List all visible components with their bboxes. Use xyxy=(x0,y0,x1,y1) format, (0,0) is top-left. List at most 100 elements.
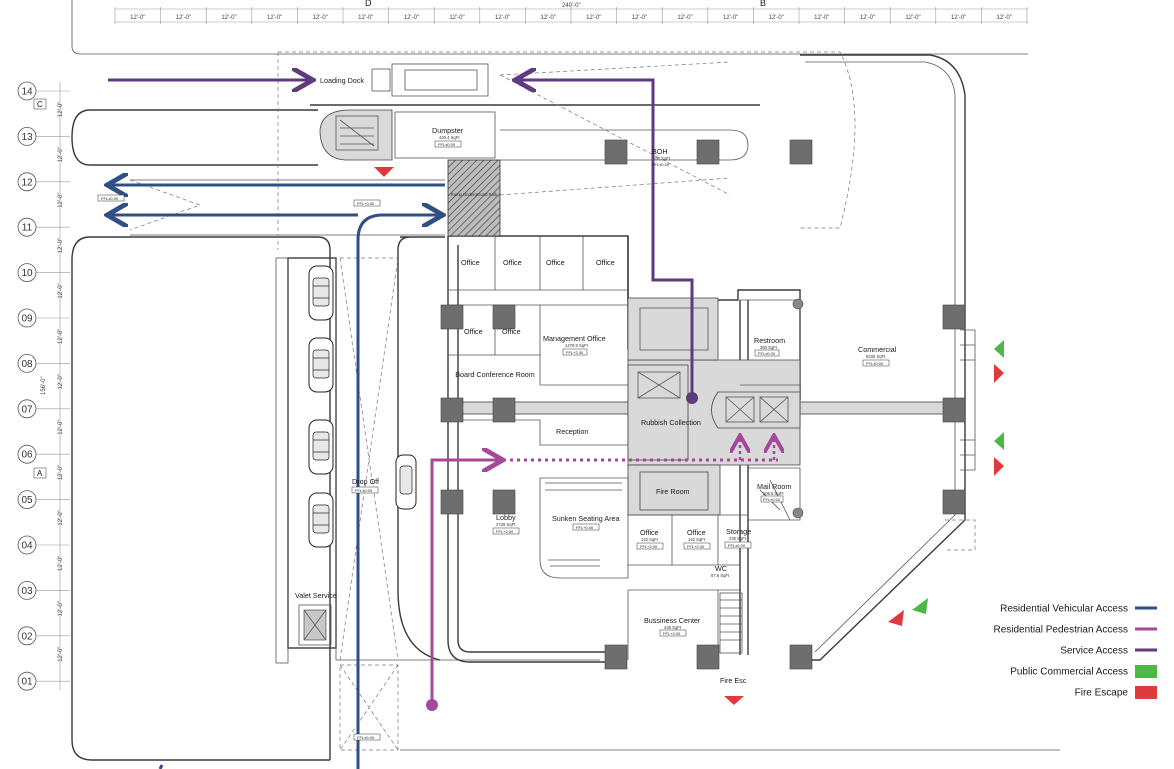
row-module-dimension: 12'-0" xyxy=(58,465,64,480)
legend-label: Public Commercial Access xyxy=(1010,667,1128,678)
service-access-routes xyxy=(108,80,698,404)
top-module-dimension: 12'-0" xyxy=(632,15,647,21)
label-office-1: Office xyxy=(461,258,480,267)
row-module-dimension: 12'-0" xyxy=(58,238,64,253)
structural-column xyxy=(942,304,966,330)
label-dumpster-sqft: 440.4 SqFt xyxy=(439,135,460,140)
structural-column xyxy=(440,489,464,515)
label-office-8: Office xyxy=(687,528,706,537)
service-route-origin xyxy=(686,392,698,404)
grid-row-06: 06 xyxy=(17,444,70,464)
grid-row-14: 14 xyxy=(17,81,70,101)
pedestrian-route-entry xyxy=(430,460,500,705)
room-labels: Loading Dock Dumpster 440.4 SqFt FFL±0.0… xyxy=(97,76,897,741)
legend-item: Service Access xyxy=(1060,646,1157,657)
row-module-dimension: 12'-0" xyxy=(58,147,64,162)
legend-item: Residential Vehicular Access xyxy=(1000,604,1157,615)
label-lobby: Lobby xyxy=(496,513,516,522)
label-dumpster-ffl: FFL±0.00 xyxy=(438,142,456,147)
label-storage-sqft: 235 SqFt xyxy=(729,536,747,541)
top-module-dimension: 12'-0" xyxy=(404,15,419,21)
label-reception: Reception xyxy=(556,427,588,436)
commercial-marker-1 xyxy=(994,340,1004,358)
grid-row-label: 03 xyxy=(21,586,33,597)
legend-swatch-box xyxy=(1135,686,1157,699)
grid-row-12: 12 xyxy=(17,172,70,192)
label-valet: Valet Service xyxy=(295,591,337,600)
vehicular-access-routes xyxy=(110,185,445,769)
legend-label: Fire Escape xyxy=(1075,688,1129,699)
grid-row-01: 01 xyxy=(17,671,70,691)
top-overall-dimension: 240'-0" xyxy=(562,3,581,9)
row-letter-a: A xyxy=(37,469,43,478)
grid-row-07: 07 xyxy=(17,399,70,419)
pedestrian-access-routes xyxy=(426,438,778,711)
label-lobby-ffl: FFL+2.00 xyxy=(496,529,514,534)
label-loading-dock: Loading Dock xyxy=(320,76,364,85)
access-markers xyxy=(374,167,1004,705)
grid-row-label: 14 xyxy=(21,87,33,98)
label-road-ffl-2: FFL+0.00 xyxy=(357,201,375,206)
valet-booth xyxy=(298,604,332,646)
top-module-dimension: 12'-0" xyxy=(541,15,556,21)
row-module-dimension: 12'-0" xyxy=(58,329,64,344)
label-sunken-seating: Sunken Seating Area xyxy=(552,514,620,523)
grid-row-label: 07 xyxy=(21,404,33,415)
row-module-dimension: 12'-0" xyxy=(58,102,64,117)
parked-car xyxy=(308,265,334,321)
grid-row-label: 10 xyxy=(21,268,33,279)
label-office-7: Office xyxy=(640,528,659,537)
top-module-dimension: 12'-0" xyxy=(130,15,145,21)
label-dumpster: Dumpster xyxy=(432,126,464,135)
legend-item: Fire Escape xyxy=(1075,686,1157,699)
row-module-dimension: 12'-0" xyxy=(58,374,64,389)
legend-swatch-box xyxy=(1135,665,1157,678)
grid-row-label: 08 xyxy=(21,359,33,370)
grid-row-label: 01 xyxy=(21,677,33,688)
structural-column xyxy=(696,644,720,670)
label-ramp-text: Ramp Underground Park xyxy=(451,192,498,197)
top-module-dimension: 12'-0" xyxy=(313,15,328,21)
commercial-marker-3 xyxy=(912,598,928,614)
label-storage-ffl: FFL±0.00 xyxy=(728,543,746,548)
label-office-4: Office xyxy=(596,258,615,267)
label-drop-off-ffl: FFL±0.00 xyxy=(355,488,373,493)
label-management-ffl: FFL+2.00 xyxy=(566,350,584,355)
top-module-dimension: 12'-0" xyxy=(905,15,920,21)
fire-escape-marker-north xyxy=(374,167,394,177)
parked-cars xyxy=(308,265,417,548)
grid-row-label: 02 xyxy=(21,631,33,642)
label-office-7-ffl: FFL+2.00 xyxy=(640,544,658,549)
label-board-room: Board Conference Room xyxy=(455,370,535,379)
label-management-office: Management Office xyxy=(543,334,606,343)
top-dimension-strip: D B 240'-0" 12'-0"12'-0"12'-0"12'-0"12'-… xyxy=(71,0,1028,55)
site-roads xyxy=(71,51,1060,761)
label-business-ffl: FFL+2.00 xyxy=(663,631,681,636)
grid-row-label: 12 xyxy=(21,177,33,188)
legend-label: Service Access xyxy=(1060,646,1128,657)
fire-escape-marker-3 xyxy=(888,610,904,626)
top-module-dimension: 12'-0" xyxy=(723,15,738,21)
structural-column xyxy=(492,397,516,423)
row-module-dimension: 12'-0" xyxy=(58,420,64,435)
label-office-5: Office xyxy=(464,327,483,336)
legend-swatch-line xyxy=(1135,606,1157,610)
left-overall-dimension: 156'-0" xyxy=(41,376,47,395)
parked-car xyxy=(308,419,334,475)
label-mail-room: Mail Room xyxy=(757,482,791,491)
grid-row-04: 04 xyxy=(17,535,70,555)
legend-swatch-line xyxy=(1135,627,1157,631)
label-office-8-sqft: 142 SqFt xyxy=(688,537,706,542)
parked-car xyxy=(308,337,334,393)
label-lobby-sqft: 2728 SqFt xyxy=(496,522,516,527)
label-wc-sqft: 57.6 SqFt xyxy=(711,573,730,578)
grid-row-label: 13 xyxy=(21,132,33,143)
label-mail-sqft: 206.8 SqFt xyxy=(763,491,784,496)
grid-row-label: 06 xyxy=(21,450,33,461)
row-module-dimension: 12'-0" xyxy=(58,193,64,208)
access-legend: Residential Vehicular AccessResidential … xyxy=(993,604,1157,699)
grid-row-11: 11 xyxy=(17,217,70,237)
label-commercial-ffl: FFL±0.00 xyxy=(866,361,884,366)
grid-row-label: 05 xyxy=(21,495,33,506)
col-letter-d: D xyxy=(365,0,372,8)
